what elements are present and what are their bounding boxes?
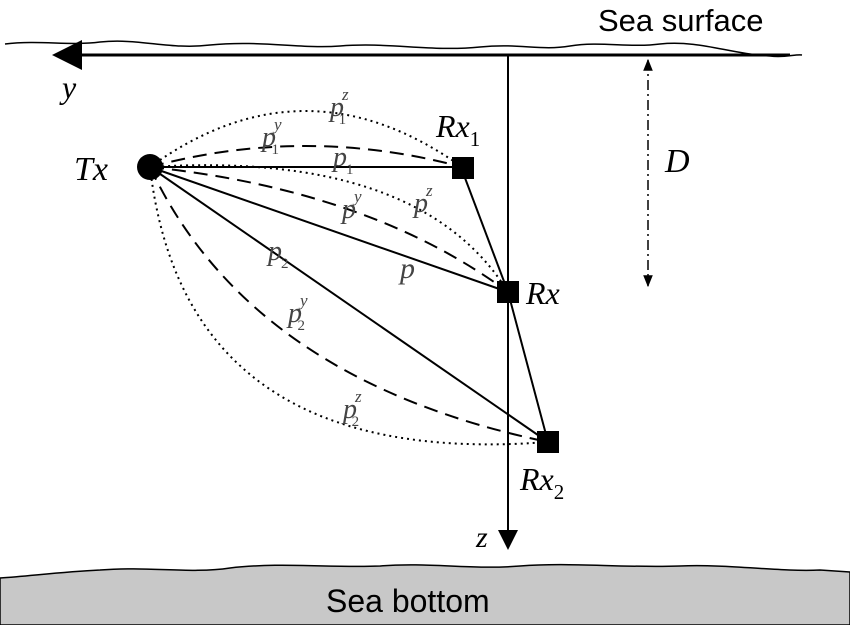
depth-label: D <box>664 143 690 180</box>
label-p2z-sub: 2 <box>352 414 360 430</box>
label-p1z: pz 1 <box>328 85 349 128</box>
rx2-node <box>537 431 559 453</box>
path-py-curve <box>149 166 509 293</box>
label-p1z-sub: 1 <box>339 112 347 128</box>
label-p2y-main: p <box>286 298 302 329</box>
label-pz-main: p <box>412 188 428 219</box>
y-axis-label: y <box>59 69 77 105</box>
label-pz-sup: z <box>425 181 433 200</box>
sea-bottom-label: Sea bottom <box>326 583 490 619</box>
rx-node <box>497 281 519 303</box>
label-p1-sub: 1 <box>346 162 354 178</box>
label-p1y-main: p <box>260 122 276 153</box>
rx-rx2-link <box>507 291 549 443</box>
label-py-sup: y <box>352 187 362 206</box>
rx2-label-main: Rx <box>519 461 554 497</box>
label-p2: p2 <box>266 236 289 272</box>
path-p1y-curve <box>149 145 463 168</box>
label-p2y: py 2 <box>286 291 308 334</box>
path-p1z-curve <box>149 110 463 168</box>
rx1-node <box>452 157 474 179</box>
label-p: p <box>398 252 415 285</box>
label-p1y: py 1 <box>260 115 282 158</box>
label-p1y-sub: 1 <box>272 142 280 158</box>
path-p2y-curve <box>149 166 549 443</box>
label-p1z-main: p <box>328 92 344 123</box>
label-p1z-sup: z <box>341 85 349 104</box>
tx-label: Tx <box>74 151 108 188</box>
rx1-label: Rx1 <box>435 108 480 151</box>
z-axis-label: z <box>475 521 488 554</box>
rx2-label-sub: 2 <box>554 480 565 504</box>
sea-bottom-area <box>0 563 850 625</box>
label-pz: pz <box>412 181 433 219</box>
rx2-label: Rx2 <box>519 461 564 504</box>
rx1-label-main: Rx <box>435 108 470 144</box>
path-p2-line <box>149 166 549 443</box>
label-p1y-sup: y <box>272 115 282 134</box>
label-p1-main: p <box>331 142 347 173</box>
label-p1: p1 <box>331 142 354 178</box>
label-p2-main: p <box>266 236 282 267</box>
transmitter-node <box>137 154 163 180</box>
rx-label: Rx <box>525 275 560 311</box>
sea-surface-line <box>4 40 803 58</box>
label-p2z-sup: z <box>354 387 362 406</box>
label-p2y-sup: y <box>298 291 308 310</box>
path-p-line <box>149 166 509 293</box>
path-p2z-curve <box>149 166 549 446</box>
label-p2z: pz 2 <box>341 387 362 430</box>
label-p2y-sub: 2 <box>298 318 306 334</box>
label-py: py <box>340 187 362 225</box>
rx1-rx-link <box>461 169 509 293</box>
label-p2z-main: p <box>341 394 357 425</box>
rx1-label-sub: 1 <box>470 127 481 151</box>
label-py-main: p <box>340 194 356 225</box>
label-p2-sub: 2 <box>281 256 289 272</box>
sea-surface-label: Sea surface <box>598 3 763 38</box>
